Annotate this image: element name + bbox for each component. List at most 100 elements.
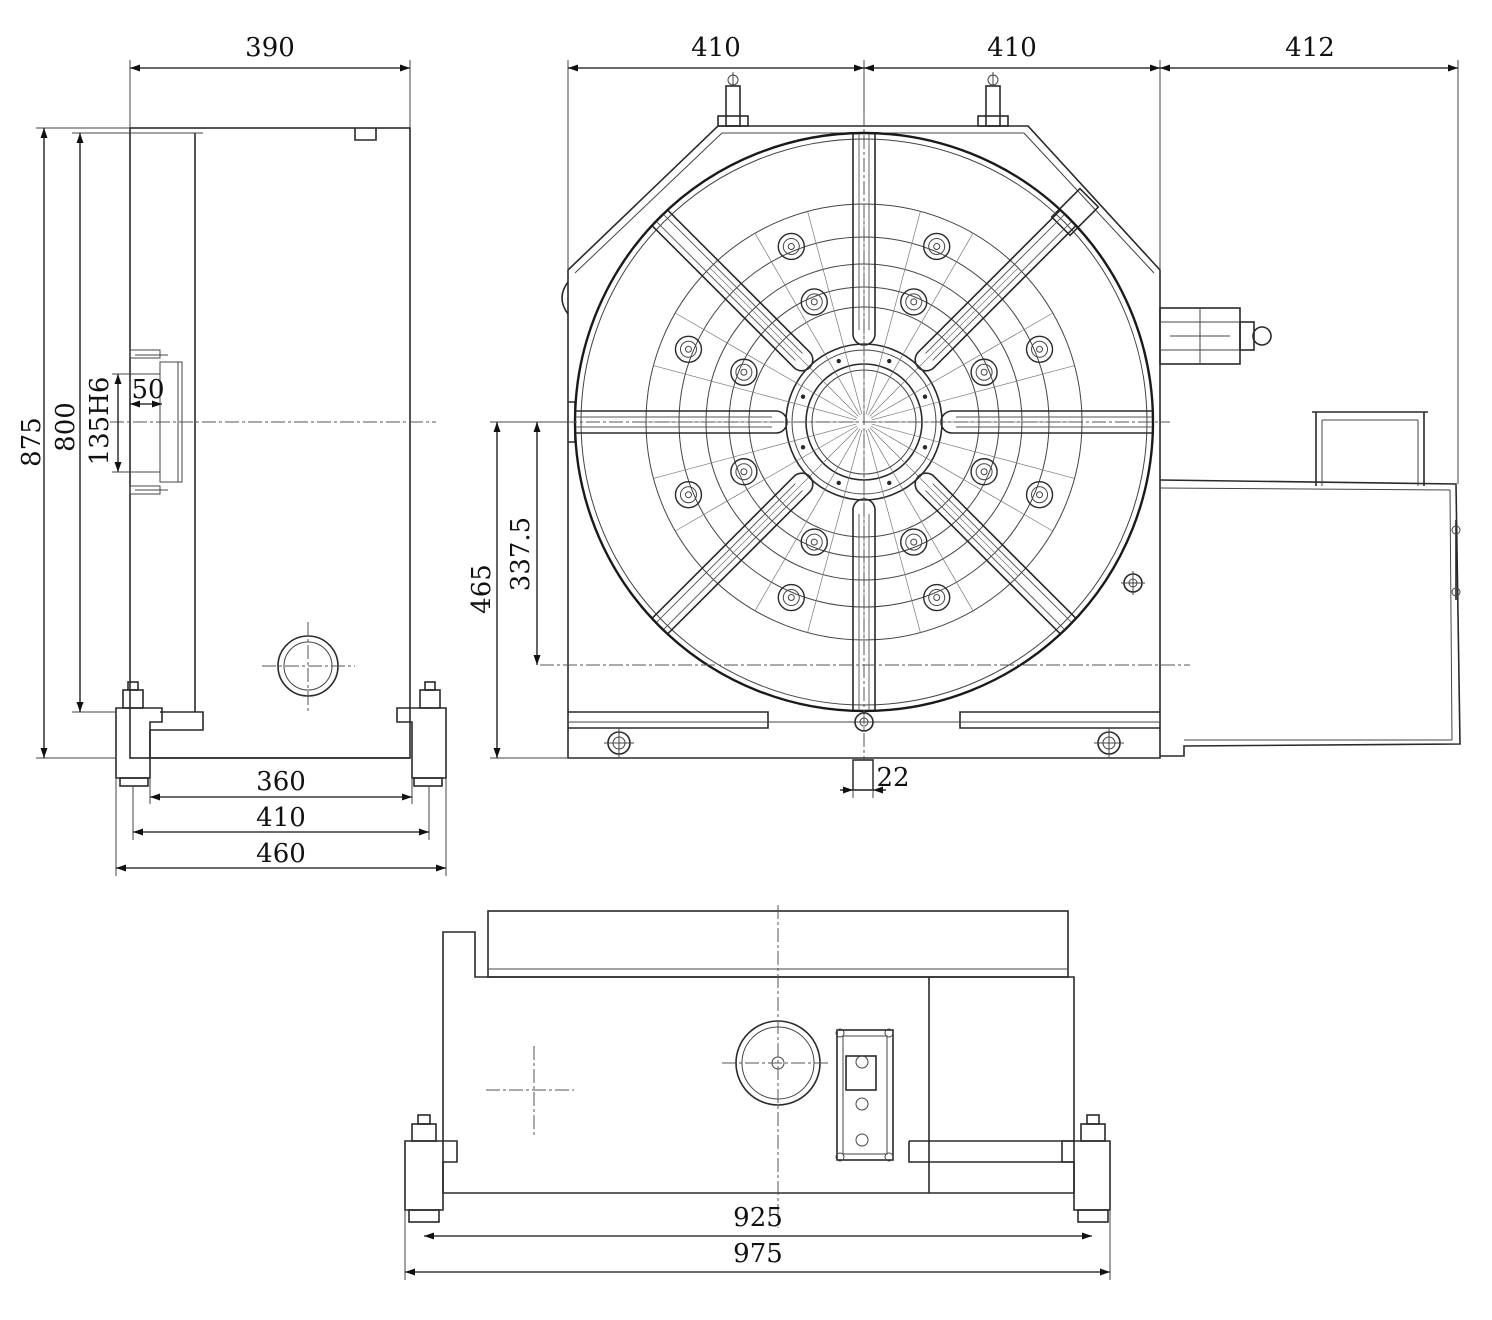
bottom-key [852,712,874,798]
radial-line [869,267,1019,417]
dim-410-right: 410 [864,33,1161,270]
bolt-hole [900,528,928,556]
dim-label-390: 390 [245,33,295,63]
bolt-hole [800,528,828,556]
base-holes [604,571,1145,758]
bolt-hole-center [910,538,918,546]
radial-line [653,423,857,479]
bolt-hole-center [1036,345,1044,353]
bolt-hole-inner [735,463,753,481]
t-slot-outline [652,472,814,634]
radial-line [865,429,921,633]
front-view: 410 410 412 465 337.5 22 [467,33,1461,798]
bolt-hole-inner [782,237,800,255]
pin-hole [800,394,806,399]
bolt-hole-center [787,242,795,250]
radial-lines [646,204,1082,640]
t-slot-inner [925,214,1065,354]
top-clamp-left [404,1114,458,1223]
eyebolt-right [977,72,1009,127]
t-slot-inner [925,490,1065,630]
t-slot-inner [656,221,796,361]
pin-hole [887,358,892,364]
radial-line [709,427,859,577]
pin-hole [800,445,806,450]
dim-label-410-left: 410 [691,33,741,63]
radial-line [871,423,1075,479]
bolt-hole-center [933,242,941,250]
radial-line [754,428,861,611]
t-slot-outline [652,210,814,372]
terminal-box [835,1028,894,1162]
dim-label-22: 22 [876,763,909,793]
radial-line [867,428,974,611]
t-slot [914,210,1076,372]
dim-label-410-right: 410 [987,33,1037,63]
side-clamp-left [115,681,163,787]
bolt-hole-inner [905,293,923,311]
bolt-hole [970,458,998,486]
dim-135h6: 135H6 [85,373,160,473]
dim-925: 925 [424,1203,1092,1240]
bolt-hole [800,288,828,316]
side-view: 390 875 800 135H6 50 360 [17,33,447,876]
bolt-hole-center [1036,491,1044,499]
dim-975: 975 [404,1210,1111,1280]
t-slot [576,410,788,434]
bolt-hole-center [684,345,692,353]
side-fitting [1159,307,1272,365]
pin-hole [922,394,928,399]
radial-line [807,211,863,415]
t-slot-outline [576,410,788,434]
dim-label-410-side: 410 [256,803,306,833]
bolt-hole [1025,335,1054,363]
radial-line [754,233,861,416]
dim-800: 800 [51,132,130,713]
dim-label-975: 975 [733,1239,783,1269]
t-slot-inner [932,483,1072,623]
bolt-hole-inner [679,340,697,358]
dim-label-135h6: 135H6 [85,377,115,466]
pin-holes [800,358,928,486]
dim-875: 875 [17,127,130,759]
dim-label-360: 360 [256,767,306,797]
pin-hole [836,480,841,486]
bolt-hole-inner [735,363,753,381]
pin-hole [887,480,892,486]
t-slot-outline [914,472,1076,634]
bolt-hole-center [910,298,918,306]
bolt-hole-inner [975,363,993,381]
bolt-hole-inner [805,293,823,311]
dim-label-460: 460 [256,839,306,869]
t-slot-inner [932,221,1072,361]
radial-line [867,233,974,416]
t-slot [914,472,1076,634]
radial-line [871,365,1075,421]
dim-label-412: 412 [1285,33,1335,63]
dim-label-465: 465 [467,564,497,614]
dim-410-side: 410 [132,786,430,840]
dim-360: 360 [149,767,413,804]
t-slot [652,210,814,372]
bolt-hole-center [684,491,692,499]
t-slot-inner [663,490,803,630]
dim-50: 50 [130,375,165,408]
radial-line [675,425,858,532]
radial-line [807,429,863,633]
bolt-hole-inner [905,533,923,551]
dim-465: 465 [467,421,568,759]
bolt-hole-center [980,468,988,476]
dim-label-337-5: 337.5 [506,517,536,591]
bolt-hole [674,335,703,363]
bolt-hole [1025,481,1054,509]
bolt-hole [674,481,703,509]
bolt-hole [923,232,951,261]
t-slot-inner [656,483,796,623]
top-view-body [442,905,1075,1228]
side-clamp-right [396,681,447,787]
dim-412: 412 [1160,33,1459,484]
radial-line [709,267,859,417]
eyebolt-left [717,72,749,127]
pin-hole [922,445,928,450]
